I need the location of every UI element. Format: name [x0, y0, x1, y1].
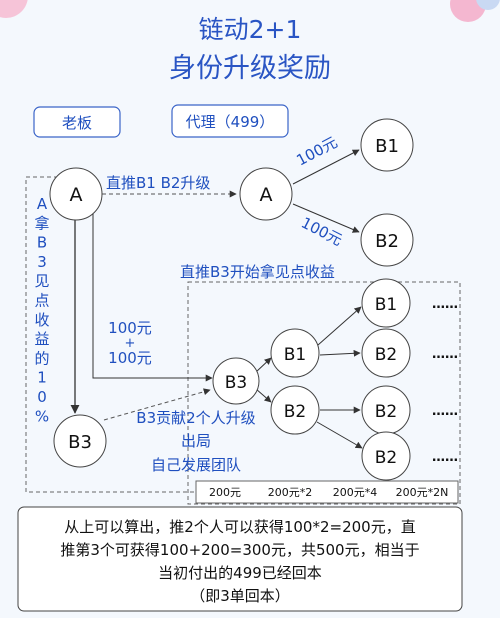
- label-b3-desc-1: B3贡献2个人升级: [136, 409, 255, 427]
- dots-2: ……: [432, 347, 458, 362]
- connector-a-to-b1: [292, 149, 360, 185]
- vertical-note-char: B: [37, 234, 47, 252]
- level-4: 200元*2N: [396, 486, 449, 499]
- label-b3-desc-3: 自己发展团队: [151, 456, 241, 474]
- agent-role-label: 代理（499）: [186, 113, 275, 131]
- title-line-2: 身份升级奖励: [169, 53, 331, 84]
- label-b3-push: 直推B3开始拿见点收益: [180, 263, 335, 281]
- svg-text:B2: B2: [375, 448, 397, 468]
- boss-role-box: [33, 106, 121, 138]
- left-dashed-region: [25, 176, 196, 493]
- vertical-note-char: 3: [37, 253, 47, 271]
- svg-text:B1: B1: [375, 295, 397, 315]
- svg-text:B2: B2: [375, 345, 397, 365]
- connector-b2-to-leaf4: [316, 421, 363, 449]
- svg-text:B2: B2: [375, 402, 397, 422]
- corner-decoration-right: [450, 0, 486, 22]
- vertical-note-char: 拿: [34, 214, 49, 232]
- node-b2-top: B2: [360, 213, 414, 267]
- level-bar: [195, 480, 459, 504]
- corner-decoration-left: [0, 0, 28, 18]
- boss-role-label: 老板: [62, 114, 92, 132]
- svg-text:A: A: [260, 184, 273, 206]
- node-b3-mid: B3: [212, 357, 260, 405]
- vertical-note-char: 益: [34, 330, 49, 348]
- node-leaf-4: B2: [361, 431, 411, 481]
- dots-3: ……: [432, 404, 458, 419]
- connector-b3-to-b1: [255, 357, 272, 373]
- svg-text:B1: B1: [375, 136, 399, 157]
- label-amount-b2: 100元: [298, 214, 345, 250]
- node-a-left: A: [49, 167, 103, 221]
- connector-a-to-b2: [292, 203, 360, 233]
- level-3: 200元*4: [333, 486, 378, 499]
- label-combo-bottom: 100元: [108, 349, 152, 367]
- svg-text:A: A: [70, 184, 83, 206]
- label-amount-b1: 100元: [293, 133, 340, 169]
- node-a-right: A: [239, 167, 293, 221]
- level-2: 200元*2: [268, 486, 313, 499]
- svg-text:B3: B3: [225, 373, 247, 393]
- summary-line-4: （即3单回本）: [190, 587, 290, 605]
- vertical-note-char: 见: [34, 272, 49, 290]
- vertical-note-char: 0: [37, 388, 47, 406]
- title-line-1: 链动2+1: [199, 15, 302, 44]
- summary-line-3: 当初付出的499已经回本: [158, 564, 322, 582]
- level-1: 200元: [209, 486, 241, 499]
- node-leaf-3: B2: [361, 385, 411, 435]
- label-b3-desc-2: 出局: [181, 432, 211, 450]
- label-direct-push: 直推B1 B2升级: [106, 174, 210, 192]
- summary-box: [17, 506, 463, 612]
- agent-role-box: [171, 104, 289, 138]
- vertical-note-char: 点: [34, 292, 49, 310]
- svg-text:B2: B2: [375, 231, 399, 252]
- node-b3-left: B3: [53, 414, 107, 468]
- corner-decoration-right-2: [476, 0, 500, 10]
- right-dashed-region: [187, 281, 461, 505]
- connector-a-to-b3-mid: [92, 210, 213, 382]
- summary-line-2: 推第3个可获得100+200=300元，共500元，相当于: [60, 541, 419, 559]
- node-b2-mid: B2: [270, 385, 320, 435]
- node-b1-top: B1: [360, 118, 414, 172]
- summary-line-1: 从上可以算出，推2个人可以获得100*2=200元，直: [64, 518, 415, 536]
- vertical-note-char: %: [35, 407, 49, 425]
- vertical-note-char: 1: [37, 369, 47, 387]
- vertical-note-char: 收: [34, 311, 49, 329]
- node-b1-mid: B1: [270, 328, 320, 378]
- vertical-note-char: A: [37, 195, 48, 213]
- vertical-note-char: 的: [34, 349, 49, 367]
- label-combo-top: 100元: [108, 319, 152, 337]
- node-leaf-1: B1: [361, 278, 411, 328]
- connector-b3-to-b3: [103, 388, 211, 421]
- label-combo-plus: +: [125, 336, 136, 351]
- connector-b1-to-leaf2: [319, 349, 361, 357]
- svg-text:B3: B3: [68, 432, 92, 453]
- svg-text:B1: B1: [284, 345, 306, 365]
- svg-text:B2: B2: [284, 402, 306, 422]
- connector-b3-to-b2: [255, 388, 272, 403]
- dots-4: ……: [432, 450, 458, 465]
- dots-1: ……: [432, 297, 458, 312]
- connector-b1-to-leaf1: [317, 306, 362, 346]
- node-leaf-2: B2: [361, 328, 411, 378]
